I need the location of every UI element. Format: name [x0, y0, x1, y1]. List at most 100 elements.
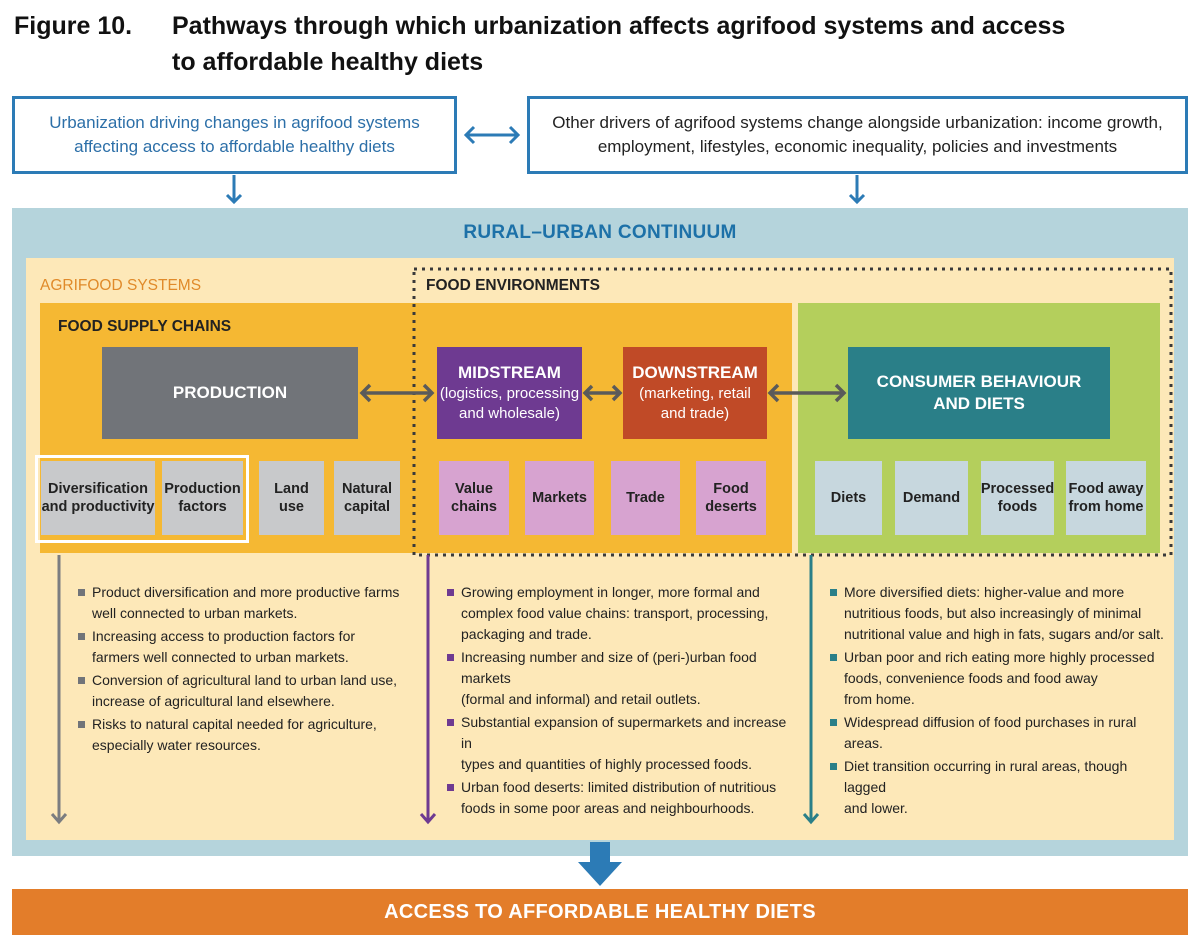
production-title: PRODUCTION: [172, 383, 288, 402]
bullet-line: Diet transition occurring in rural areas…: [844, 758, 1128, 795]
item-line: deserts: [705, 499, 757, 515]
food-env-item: Markets: [525, 461, 594, 535]
highlight-frame: [35, 455, 249, 543]
consumer-item: Food away from home: [1066, 461, 1146, 535]
list-item: Urban poor and rich eating more highly p…: [830, 647, 1170, 710]
bullet-line: (formal and informal) and retail outlets…: [461, 691, 701, 707]
figure-title: Figure 10. Pathways through which urbani…: [14, 8, 1200, 82]
production-bullets: Product diversification and more product…: [78, 582, 413, 758]
bullet-line: Risks to natural capital needed for agri…: [92, 716, 377, 732]
food-env-item: Food deserts: [696, 461, 766, 535]
production-box: PRODUCTION: [102, 347, 358, 439]
bullet-line: foods, convenience foods and food away: [844, 670, 1098, 686]
item-line: Processed: [980, 481, 1055, 497]
bullet-line: nutritious foods, but also increasingly …: [844, 605, 1142, 621]
double-arrow-icon: [463, 125, 521, 145]
bullet-line: especially water resources.: [92, 737, 261, 753]
figure-title-line2: to affordable healthy diets: [172, 48, 484, 76]
urbanization-driver-line1: Urbanization driving changes in agrifood…: [49, 113, 420, 132]
item-line: Demand: [902, 490, 961, 506]
bullet-line: Conversion of agricultural land to urban…: [92, 672, 398, 688]
consumer-item: Demand: [895, 461, 968, 535]
bullet-line: packaging and trade.: [461, 626, 592, 642]
item-line: Value: [455, 481, 493, 497]
bullet-line: increase of agricultural land elsewhere.: [92, 693, 335, 709]
midstream-box: MIDSTREAM (logistics, processing and who…: [437, 347, 582, 439]
item-line: Diets: [830, 490, 867, 506]
item-line: Natural: [342, 481, 392, 497]
list-item: Increasing access to production factors …: [78, 626, 413, 668]
bullet-line: from home.: [844, 691, 915, 707]
consumer-title-line2: AND DIETS: [933, 394, 1025, 413]
access-healthy-diets-bar: ACCESS TO AFFORDABLE HEALTHY DIETS: [12, 889, 1188, 935]
urbanization-driver-box: Urbanization driving changes in agrifood…: [12, 96, 457, 174]
list-item: Urban food deserts: limited distribution…: [447, 777, 797, 819]
bullet-line: and lower.: [844, 800, 908, 816]
item-line: and productivity: [41, 499, 155, 515]
list-item: Growing employment in longer, more forma…: [447, 582, 797, 645]
bullet-line: foods in some poor areas and neighbourho…: [461, 800, 755, 816]
production-item: Diversification and productivity: [41, 461, 155, 535]
figure-number: Figure 10.: [14, 12, 133, 40]
item-line: Food away: [1068, 481, 1144, 497]
figure-title-line1: Pathways through which urbanization affe…: [172, 12, 1066, 40]
access-label: ACCESS TO AFFORDABLE HEALTHY DIETS: [384, 900, 816, 923]
list-item: Widespread diffusion of food purchases i…: [830, 712, 1170, 754]
list-item: More diversified diets: higher-value and…: [830, 582, 1170, 645]
urbanization-driver-line2: affecting access to affordable healthy d…: [74, 137, 395, 156]
downstream-sub2: and trade): [660, 405, 730, 422]
food-supply-chains-label: FOOD SUPPLY CHAINS: [58, 318, 232, 335]
item-line: Markets: [532, 490, 587, 506]
list-item: Substantial expansion of supermarkets an…: [447, 712, 797, 775]
bullet-line: complex food value chains: transport, pr…: [461, 605, 769, 621]
item-line: Land: [274, 481, 309, 497]
list-item: Increasing number and size of (peri-)urb…: [447, 647, 797, 710]
consumer-title-line1: CONSUMER BEHAVIOUR: [876, 372, 1082, 391]
continuum-label: RURAL–URBAN CONTINUUM: [463, 222, 737, 243]
consumer-bullets: More diversified diets: higher-value and…: [830, 582, 1170, 821]
bullet-line: More diversified diets: higher-value and…: [844, 584, 1125, 600]
list-item: Risks to natural capital needed for agri…: [78, 714, 413, 756]
item-line: Trade: [626, 490, 665, 506]
food-env-bullets: Growing employment in longer, more forma…: [447, 582, 797, 821]
bullet-line: well connected to urban markets.: [92, 605, 298, 621]
item-line: Diversification: [48, 481, 148, 497]
item-line: from home: [1068, 499, 1144, 515]
bullet-line: Product diversification and more product…: [92, 584, 400, 600]
list-item: Product diversification and more product…: [78, 582, 413, 624]
production-item: Land use: [259, 461, 324, 535]
item-line: use: [278, 499, 304, 515]
down-arrow-icon: [225, 175, 243, 205]
down-arrow-icon: [848, 175, 866, 205]
bullet-line: Urban food deserts: limited distribution…: [461, 779, 777, 795]
bullet-line: Increasing number and size of (peri-)urb…: [461, 649, 757, 686]
midstream-title: MIDSTREAM: [458, 363, 561, 382]
agrifood-systems-label: AGRIFOOD SYSTEMS: [40, 277, 202, 294]
downstream-sub1: (marketing, retail: [639, 385, 751, 402]
item-line: Food: [713, 481, 749, 497]
midstream-sub1: (logistics, processing: [439, 385, 580, 402]
food-env-item: Trade: [611, 461, 680, 535]
consumer-item: Diets: [815, 461, 882, 535]
bullet-line: Widespread diffusion of food purchases i…: [844, 714, 1137, 751]
downstream-title: DOWNSTREAM: [632, 363, 758, 382]
food-env-item: Value chains: [439, 461, 509, 535]
food-environments-label: FOOD ENVIRONMENTS: [426, 277, 600, 294]
other-drivers-box: Other drivers of agrifood systems change…: [527, 96, 1188, 174]
item-line: chains: [451, 499, 497, 515]
item-line: Production: [164, 481, 241, 497]
bullet-line: farmers well connected to urban markets.: [92, 649, 349, 665]
bullet-line: Urban poor and rich eating more highly p…: [844, 649, 1155, 665]
bullet-line: Growing employment in longer, more forma…: [461, 584, 760, 600]
bullet-line: nutritional value and high in fats, suga…: [844, 626, 1164, 642]
bullet-line: Increasing access to production factors …: [92, 628, 356, 644]
other-drivers-line2: employment, lifestyles, economic inequal…: [597, 137, 1118, 156]
bullet-line: Substantial expansion of supermarkets an…: [461, 714, 787, 751]
other-drivers-line1: Other drivers of agrifood systems change…: [552, 113, 1163, 132]
list-item: Diet transition occurring in rural areas…: [830, 756, 1170, 819]
bullet-line: types and quantities of highly processed…: [461, 756, 753, 772]
downstream-box: DOWNSTREAM (marketing, retail and trade): [623, 347, 767, 439]
